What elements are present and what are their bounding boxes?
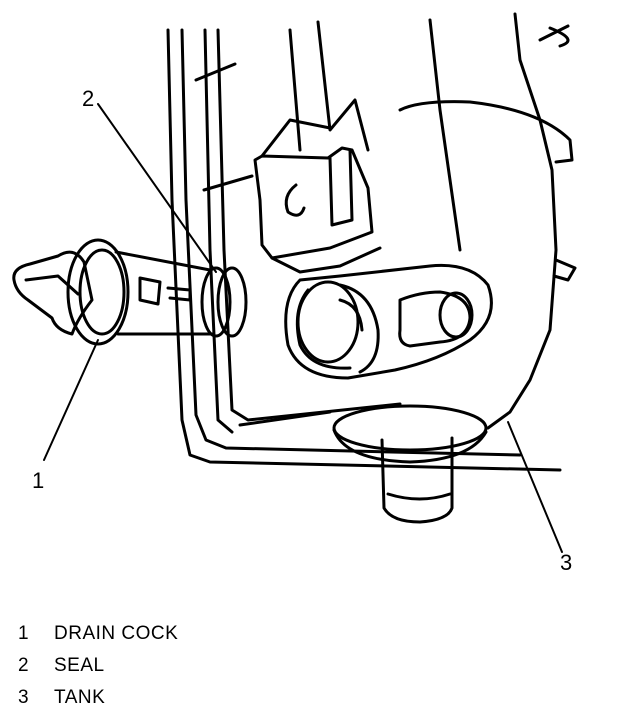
radiator-frame [168,30,560,470]
leader-line-1 [44,340,98,460]
legend-number: 3 [18,687,29,708]
callout-number-2: 2 [82,86,95,111]
bottom-drain-plug [334,406,486,522]
legend-label: DRAIN COCK [54,623,179,644]
legend-item: 2 SEAL [18,650,418,682]
callout-number-3: 3 [560,550,573,575]
tank-bracket [255,120,380,272]
legend-item: 3 TANK [18,682,418,714]
parts-legend: 1 DRAIN COCK 2 SEAL 3 TANK [18,618,418,714]
leader-lines [44,104,562,552]
legend-label: SEAL [54,655,105,676]
legend-number: 1 [18,623,29,644]
drain-cock [14,240,212,344]
tank-body [290,14,575,428]
leader-line-2 [98,104,216,272]
drain-outlet [286,265,492,378]
callout-number-1: 1 [32,468,45,493]
legend-label: TANK [54,687,106,708]
legend-item: 1 DRAIN COCK [18,618,418,650]
legend-number: 2 [18,655,29,676]
leader-line-3 [508,422,562,552]
drain-cock-diagram [0,0,624,600]
seal-ring [202,268,246,336]
